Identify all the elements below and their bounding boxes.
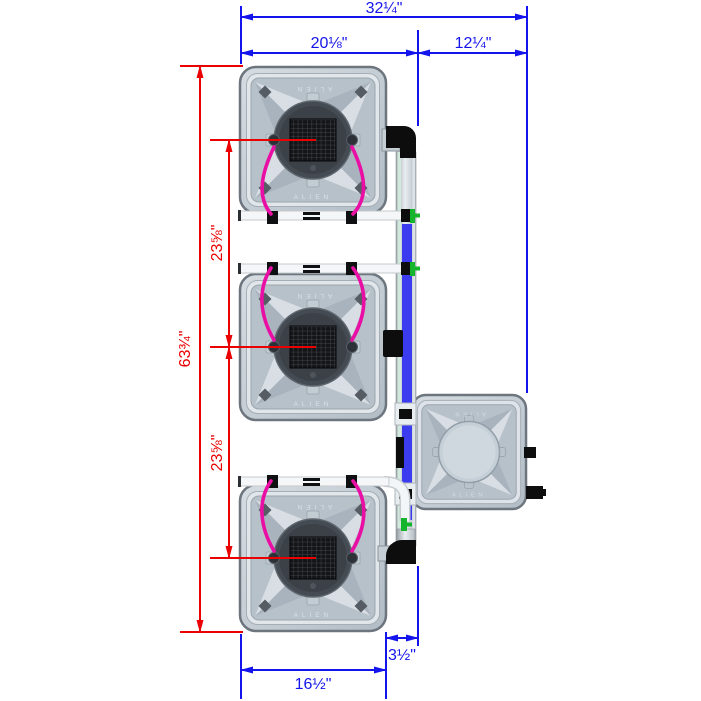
tube-module2-left [260,266,276,342]
feed-tubes [260,145,366,553]
reservoir-fitting-upper [524,447,536,458]
dim-bottom-offset: 3½" [388,647,416,664]
dim-top-left: 20⅛" [311,35,348,52]
elbow-top [386,126,416,158]
blue-dimension-lines [240,13,528,674]
reservoir-fitting-lower [526,486,543,499]
blue-extension-lines [240,6,528,699]
tee-middle [383,330,403,357]
return-pipe-row-1 [238,210,406,221]
tube-module3-right [350,479,366,553]
reservoir [410,393,546,511]
return-pipes [238,209,420,531]
tube-module1-left [260,145,276,216]
dim-left-spacing-lower: 23⅝" [209,435,226,472]
dim-left-spacing-upper: 23⅝" [209,225,226,262]
pipe-blue-core [402,224,412,520]
dim-top-right: 12¼" [455,35,492,52]
elbow-bottom [386,540,416,564]
tube-module3-left [260,479,276,553]
dim-left-overall: 63¾" [177,331,194,368]
red-extension-lines [180,65,243,633]
dim-bottom-module-width: 16½" [295,676,332,693]
tube-module1-right [350,145,366,216]
red-dimension-lines [196,65,316,633]
tube-module2-right [350,266,366,342]
return-pipe-row-2 [238,263,406,274]
dim-top-overall: 32¼" [366,0,403,17]
